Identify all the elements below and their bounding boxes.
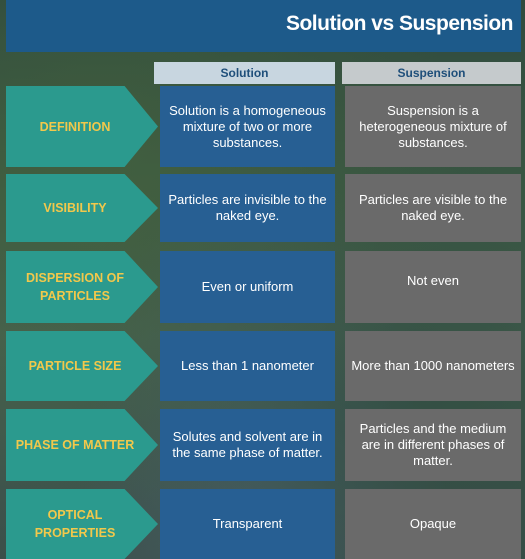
title-bar: Solution vs Suspension bbox=[6, 0, 521, 52]
suspension-cell-dispersion: Not even bbox=[345, 251, 521, 323]
row-label-optical: OPTICAL PROPERTIES bbox=[6, 489, 158, 559]
page-title: Solution vs Suspension bbox=[285, 12, 514, 35]
solution-cell-dispersion: Even or uniform bbox=[160, 251, 335, 323]
suspension-cell-particle-size: More than 1000 nanometers bbox=[345, 331, 521, 401]
column-header-suspension: Suspension bbox=[342, 62, 521, 84]
row-label-particle-size: PARTICLE SIZE bbox=[6, 331, 158, 401]
suspension-cell-definition: Suspension is a heterogeneous mixture of… bbox=[345, 86, 521, 167]
solution-cell-phase: Solutes and solvent are in the same phas… bbox=[160, 409, 335, 481]
row-label-visibility: VISIBILITY bbox=[6, 174, 158, 242]
row-label-dispersion: DISPERSION OF PARTICLES bbox=[6, 251, 158, 323]
solution-cell-definition: Solution is a homogeneous mixture of two… bbox=[160, 86, 335, 167]
suspension-cell-phase: Particles and the medium are in differen… bbox=[345, 409, 521, 481]
row-label-phase: PHASE OF MATTER bbox=[6, 409, 158, 481]
column-header-solution: Solution bbox=[154, 62, 335, 84]
row-label-definition: DEFINITION bbox=[6, 86, 158, 167]
solution-cell-visibility: Particles are invisible to the naked eye… bbox=[160, 174, 335, 242]
solution-cell-particle-size: Less than 1 nanometer bbox=[160, 331, 335, 401]
solution-cell-optical: Transparent bbox=[160, 489, 335, 559]
suspension-cell-visibility: Particles are visible to the naked eye. bbox=[345, 174, 521, 242]
suspension-cell-optical: Opaque bbox=[345, 489, 521, 559]
